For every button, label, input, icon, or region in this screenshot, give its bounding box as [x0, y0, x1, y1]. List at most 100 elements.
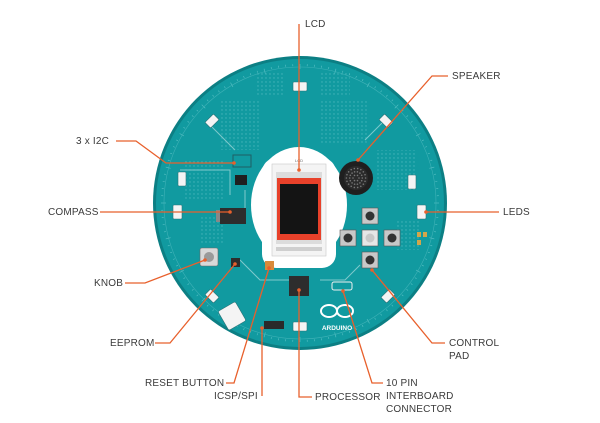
- edge-tick: [427, 152, 430, 155]
- edge-tick: [256, 333, 258, 336]
- speaker-hole: [361, 177, 364, 179]
- edge-tick: [334, 332, 337, 338]
- speaker-hole: [356, 174, 359, 177]
- edge-tick: [183, 277, 186, 279]
- edge-tick: [196, 109, 199, 112]
- edge-tick: [406, 115, 409, 118]
- leds: [417, 232, 427, 245]
- compass-chip: [216, 208, 246, 224]
- lcd-screen: [280, 184, 318, 234]
- speaker-hole: [346, 180, 348, 183]
- speaker: [339, 161, 373, 195]
- speaker-hole: [353, 186, 356, 189]
- speaker-hole: [353, 167, 356, 170]
- control-pad: [339, 207, 401, 269]
- edge-tick: [212, 309, 215, 312]
- edge-tick: [374, 86, 376, 89]
- speaker-hole: [353, 171, 356, 173]
- speaker-hole: [356, 183, 359, 185]
- label-interboard-line2: INTERBOARD: [386, 391, 454, 402]
- speaker-hole: [364, 177, 367, 179]
- edge-tick: [243, 328, 245, 331]
- edge-tick: [196, 294, 199, 297]
- speaker-hole: [359, 182, 361, 184]
- edge-tick: [421, 264, 424, 267]
- edge-tick: [391, 304, 394, 307]
- edge-tick: [201, 297, 206, 302]
- label-lcd: LCD: [305, 19, 326, 30]
- inner-ring: [163, 66, 437, 340]
- speaker-hole: [356, 171, 359, 173]
- edge-tick: [425, 146, 428, 148]
- edge-tick: [427, 251, 430, 254]
- label-interboard-line3: CONNECTOR: [386, 404, 452, 415]
- edge-tick: [414, 277, 417, 279]
- label-i2c: 3 x I2C: [76, 136, 109, 147]
- edge-tick: [406, 288, 409, 291]
- edge-tick: [206, 99, 209, 102]
- reset-button-part: [265, 261, 274, 270]
- edge-tick: [355, 328, 357, 331]
- speaker-hole: [353, 174, 356, 177]
- edge-tick: [176, 139, 179, 142]
- edge-tick: [191, 288, 194, 291]
- edge-tick: [425, 258, 428, 260]
- edge-tick: [401, 109, 404, 112]
- edge-tick: [170, 152, 173, 155]
- edge-tick: [263, 332, 266, 338]
- speaker-hole: [345, 177, 348, 179]
- edge-tick: [212, 94, 215, 97]
- edge-tick: [218, 90, 220, 93]
- edge-tick: [391, 99, 394, 102]
- edge-tick: [380, 313, 382, 316]
- label-compass: COMPASS: [48, 207, 99, 218]
- speaker-hole: [349, 174, 352, 177]
- edge-tick: [206, 304, 209, 307]
- edge-tick: [366, 82, 370, 88]
- speaker-hole: [364, 173, 366, 176]
- edge-tick: [165, 166, 171, 169]
- speaker-hole: [356, 167, 359, 170]
- edge-tick: [167, 245, 170, 247]
- speaker-hole: [362, 183, 365, 185]
- edge-tick: [366, 318, 370, 324]
- speaker-hole: [356, 186, 359, 189]
- speaker-hole: [352, 177, 354, 179]
- i2c-connectors: [232, 154, 252, 185]
- speaker-hole: [356, 179, 359, 182]
- edge-tick: [361, 324, 364, 327]
- leader-interboard: [342, 290, 383, 384]
- lcd-module: LCD: [271, 158, 327, 257]
- edge-tick: [429, 166, 435, 169]
- label-processor: PROCESSOR: [315, 392, 381, 403]
- edge-tick: [430, 159, 433, 161]
- edge-tick: [385, 309, 388, 312]
- edge-tick: [179, 133, 185, 137]
- arduino-logo: ARDUINO: [320, 304, 354, 332]
- speaker-hole: [358, 177, 360, 179]
- edge-tick: [191, 115, 194, 118]
- edge-tick: [380, 90, 382, 93]
- edge-tick: [167, 159, 170, 161]
- speaker-hole: [360, 168, 362, 171]
- speaker-hole: [351, 182, 353, 184]
- edge-tick: [415, 269, 421, 273]
- leader-eeprom: [155, 263, 236, 344]
- edge-tick: [172, 258, 175, 260]
- leader-knob: [125, 259, 206, 284]
- speaker-hole: [347, 183, 350, 185]
- edge-tick: [243, 75, 245, 78]
- knob: [199, 247, 219, 267]
- speaker-hole: [353, 179, 356, 182]
- edge-tick: [187, 283, 190, 285]
- speaker-hole: [353, 183, 356, 185]
- leader-control-pad: [371, 269, 445, 344]
- label-eeprom: EEPROM: [110, 338, 155, 349]
- speaker-hole: [348, 177, 351, 179]
- speaker-hole: [362, 171, 365, 173]
- edge-tick: [172, 146, 175, 148]
- edge-tick: [342, 333, 344, 336]
- processor-chip: [289, 276, 309, 296]
- label-knob: KNOB: [94, 278, 123, 289]
